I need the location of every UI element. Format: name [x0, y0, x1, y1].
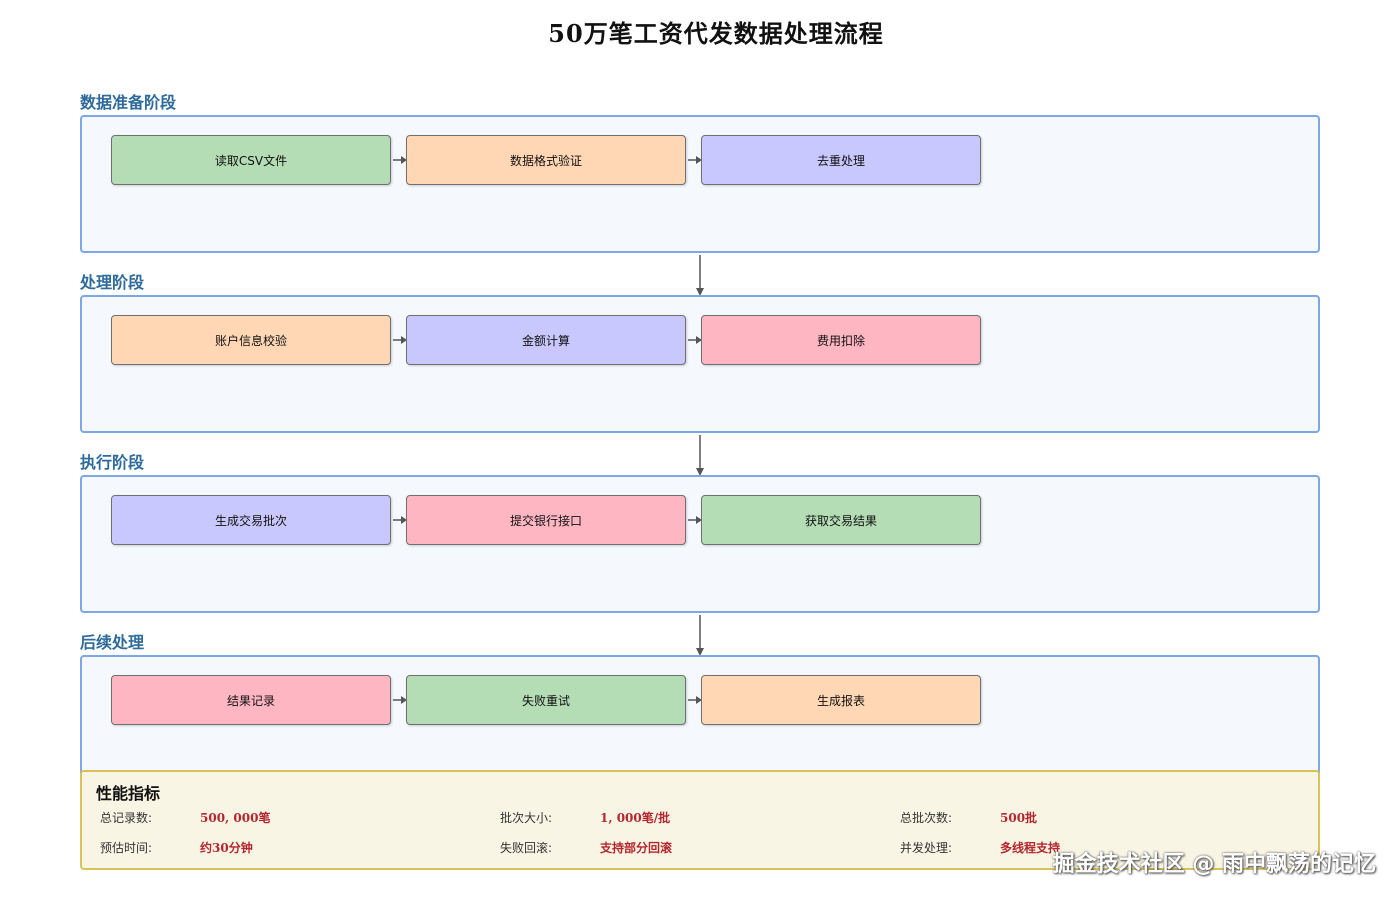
stage-box-execution: 生成交易批次 提交银行接口 获取交易结果 — [80, 475, 1320, 613]
arrow-right-icon — [688, 696, 702, 704]
arrow-right-icon — [393, 336, 407, 344]
metric-value-rollback: 支持部分回滚 — [600, 841, 673, 855]
arrow-down-icon — [696, 435, 704, 476]
stage-box-processing: 账户信息校验 金额计算 费用扣除 — [80, 295, 1320, 433]
node-submit-bank[interactable]: 提交银行接口 — [406, 495, 686, 545]
stage-label-followup: 后续处理 — [80, 633, 145, 652]
node-gen-batch[interactable]: 生成交易批次 — [111, 495, 391, 545]
metrics-title: 性能指标 — [96, 784, 161, 803]
arrow-right-icon — [393, 696, 407, 704]
node-read-csv[interactable]: 读取CSV文件 — [111, 135, 391, 185]
metric-value-total-records: 500, 000笔 — [200, 811, 271, 825]
node-account-verify[interactable]: 账户信息校验 — [111, 315, 391, 365]
watermark: 掘金技术社区 @ 雨中飘荡的记忆 — [1052, 852, 1376, 877]
metric-label-concurrency: 并发处理: — [900, 841, 953, 855]
node-retry[interactable]: 失败重试 — [406, 675, 686, 725]
metric-label-total-batches: 总批次数: — [900, 811, 953, 825]
arrow-down-icon — [696, 615, 704, 656]
metric-value-est-time: 约30分钟 — [200, 841, 253, 855]
page-title: 50万笔工资代发数据处理流程 — [548, 19, 884, 48]
arrow-right-icon — [393, 156, 407, 164]
metric-value-concurrency: 多线程支持 — [1000, 841, 1061, 855]
metrics-panel: 性能指标 总记录数: 500, 000笔 批次大小: 1, 000笔/批 总批次… — [80, 770, 1320, 870]
arrow-right-icon — [688, 336, 702, 344]
node-get-result[interactable]: 获取交易结果 — [701, 495, 981, 545]
arrow-right-icon — [688, 516, 702, 524]
node-dedup[interactable]: 去重处理 — [701, 135, 981, 185]
stage-label-execution: 执行阶段 — [80, 453, 145, 472]
arrow-right-icon — [688, 156, 702, 164]
metric-label-batch-size: 批次大小: — [500, 811, 553, 825]
arrow-right-icon — [393, 516, 407, 524]
node-gen-report[interactable]: 生成报表 — [701, 675, 981, 725]
arrow-down-icon — [696, 255, 704, 296]
stage-label-data-prep: 数据准备阶段 — [80, 93, 177, 112]
node-record-result[interactable]: 结果记录 — [111, 675, 391, 725]
metric-label-rollback: 失败回滚: — [500, 841, 553, 855]
metric-value-total-batches: 500批 — [1000, 811, 1038, 825]
metric-label-est-time: 预估时间: — [100, 841, 153, 855]
node-format-validate[interactable]: 数据格式验证 — [406, 135, 686, 185]
node-amount-calc[interactable]: 金额计算 — [406, 315, 686, 365]
metric-value-batch-size: 1, 000笔/批 — [600, 811, 671, 825]
metric-label-total-records: 总记录数: — [100, 811, 153, 825]
node-fee-deduct[interactable]: 费用扣除 — [701, 315, 981, 365]
stage-box-data-prep: 读取CSV文件 数据格式验证 去重处理 — [80, 115, 1320, 253]
stage-label-processing: 处理阶段 — [80, 273, 145, 292]
